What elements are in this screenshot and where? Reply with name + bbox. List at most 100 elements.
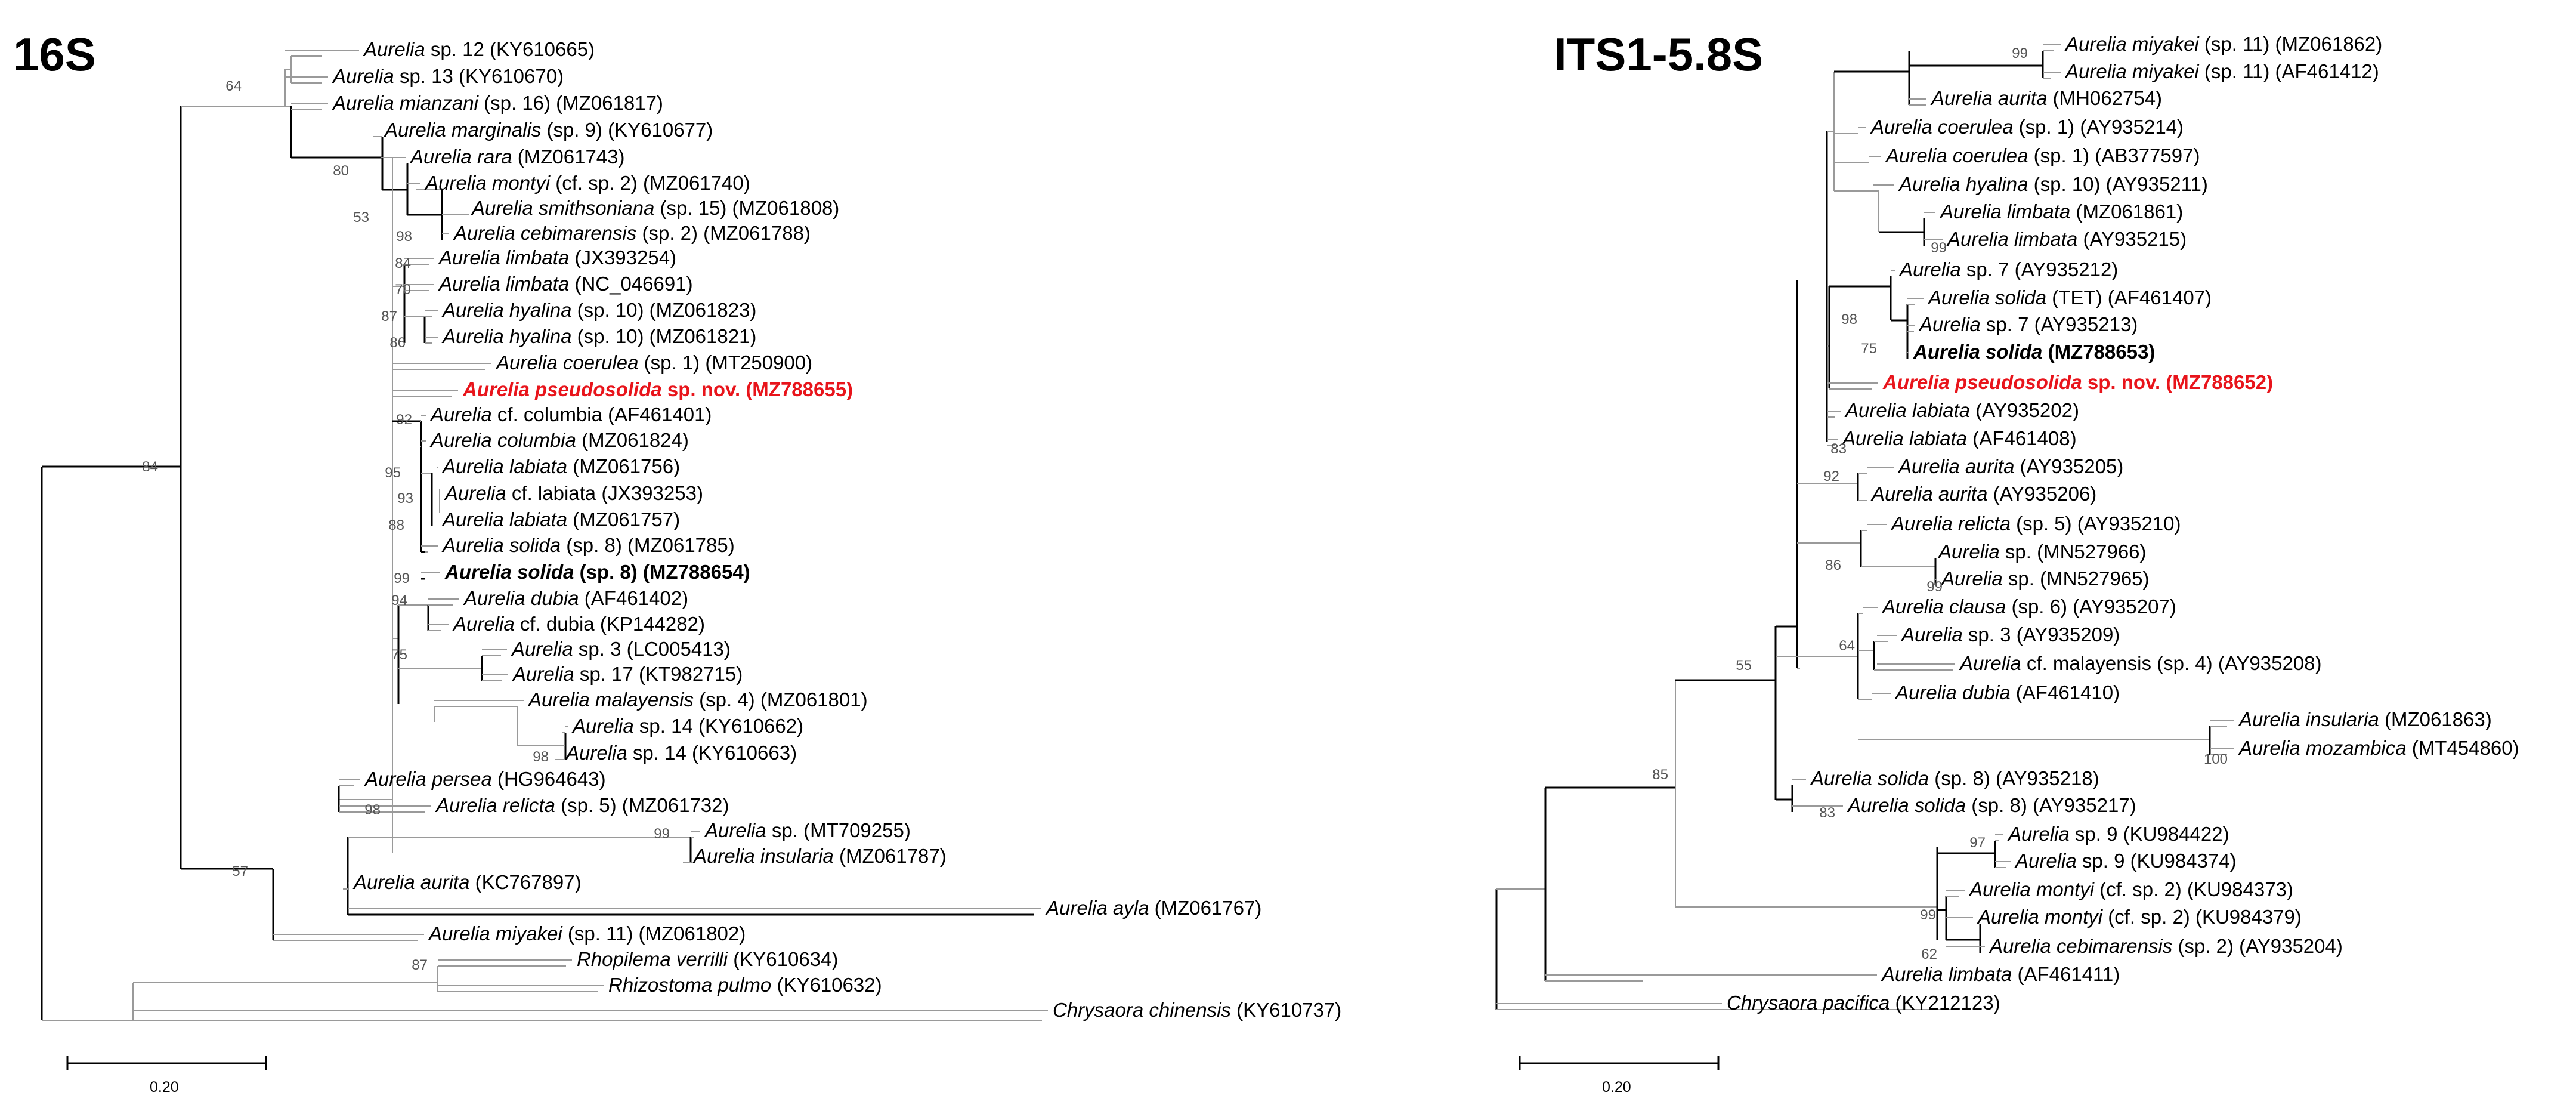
taxon-italic-name: Aurelia labiata [441, 508, 567, 530]
taxon-label: Chrysaora pacifica (KY212123) [1727, 992, 2000, 1014]
bootstrap-value: 95 [385, 465, 401, 481]
taxon-italic-name: Aurelia solida [1847, 794, 1966, 816]
bootstrap-value: 98 [396, 229, 412, 245]
taxon-label: Aurelia persea (HG964643) [364, 768, 606, 790]
bootstrap-value: 86 [389, 335, 406, 351]
taxon-italic-name: Chrysaora pacifica [1727, 992, 1890, 1014]
bootstrap-value: 99 [654, 826, 670, 842]
taxon-italic-name: Aurelia miyakei [428, 922, 563, 945]
taxon-italic-name: Aurelia solida [441, 534, 561, 556]
bootstrap-value: 55 [1736, 658, 1752, 674]
taxon-italic-name: Aurelia [511, 638, 573, 660]
taxon-italic-name: Aurelia solida [444, 561, 574, 583]
bootstrap-value: 85 [1652, 767, 1668, 783]
taxon-italic-name: Aurelia hyalina [441, 325, 571, 347]
scale-bar-label-its: 0.20 [1602, 1079, 1631, 1095]
taxon-detail: (KY212123) [1890, 992, 2000, 1014]
taxon-label: Aurelia aurita (MH062754) [1930, 87, 2162, 109]
taxon-italic-name: Aurelia cebimarensis [453, 222, 636, 244]
taxon-detail: sp. nov. (MZ788652) [2082, 371, 2273, 393]
leaf-labels-its: Aurelia miyakei (sp. 11) (MZ061862)Aurel… [1727, 33, 2519, 1014]
bootstrap-value: 98 [1841, 311, 1857, 328]
taxon-detail: (KY610737) [1231, 999, 1341, 1021]
taxon-label: Aurelia malayensis (sp. 4) (MZ061801) [527, 689, 868, 711]
taxon-label: Rhopilema verrilli (KY610634) [577, 948, 838, 970]
taxon-detail: sp. (MT709255) [766, 819, 911, 841]
taxon-detail: (AF461410) [2011, 681, 2120, 703]
taxon-detail: sp. 7 (AY935213) [1981, 313, 2138, 335]
taxon-italic-name: Aurelia limbata [438, 273, 569, 295]
taxon-italic-name: Aurelia [1900, 624, 1963, 646]
taxon-detail: (sp. 10) (AY935211) [2028, 173, 2207, 195]
taxon-italic-name: Aurelia [363, 38, 425, 60]
taxon-italic-name: Aurelia [1937, 541, 2000, 563]
taxon-label: Aurelia cf. labiata (JX393253) [444, 482, 703, 504]
taxon-label: Aurelia miyakei (sp. 11) (AF461412) [2064, 60, 2379, 82]
taxon-italic-name: Aurelia columbia [429, 429, 576, 451]
taxon-detail: (sp. 8) (AY935218) [1929, 767, 2099, 789]
taxon-italic-name: Aurelia [1959, 652, 2021, 674]
taxon-label: Aurelia solida (sp. 8) (MZ061785) [441, 534, 735, 556]
taxon-detail: (HG964643) [492, 768, 606, 790]
taxon-label: Aurelia dubia (AF461402) [463, 587, 688, 609]
taxon-italic-name: Aurelia dubia [463, 587, 579, 609]
taxon-detail: (sp. 10) (MZ061821) [571, 325, 756, 347]
taxon-detail: (sp. 11) (AF461412) [2199, 60, 2379, 82]
taxon-label: Aurelia labiata (MZ061757) [441, 508, 680, 530]
taxon-italic-name: Aurelia rara [409, 146, 512, 168]
taxon-label: Aurelia insularia (MZ061863) [2238, 708, 2492, 730]
taxon-detail: sp. (MN527966) [2000, 541, 2147, 563]
bootstrap-value: 70 [395, 282, 411, 298]
bootstrap-value: 99 [1926, 579, 1943, 595]
taxon-detail: (MH062754) [2047, 87, 2162, 109]
taxon-label: Aurelia pseudosolida sp. nov. (MZ788655) [462, 378, 853, 400]
taxon-detail: sp. 9 (KU984374) [2077, 850, 2237, 872]
taxon-italic-name: Aurelia limbata [1946, 228, 2077, 250]
bootstrap-value: 57 [232, 863, 248, 879]
taxon-label: Rhizostoma pulmo (KY610632) [608, 974, 882, 996]
taxon-label: Aurelia cebimarensis (sp. 2) (MZ061788) [453, 222, 811, 244]
taxon-detail: (sp. 1) (MT250900) [638, 351, 812, 374]
taxon-label: Aurelia marginalis (sp. 9) (KY610677) [384, 119, 713, 141]
taxon-detail: cf. dubia (KP144282) [515, 613, 705, 635]
taxon-label: Aurelia solida (sp. 8) (AY935217) [1847, 794, 2136, 816]
bootstrap-value: 88 [388, 517, 404, 533]
taxon-italic-name: Aurelia coerulea [1870, 116, 2013, 138]
taxon-label: Aurelia sp. 14 (KY610662) [571, 715, 803, 737]
taxon-detail: (sp. 1) (AB377597) [2028, 144, 2200, 166]
taxon-italic-name: Aurelia aurita [1930, 87, 2047, 109]
taxon-label: Aurelia mianzani (sp. 16) (MZ061817) [332, 92, 663, 114]
taxon-italic-name: Aurelia solida [1913, 341, 2042, 363]
taxon-detail: (KY610634) [728, 948, 838, 970]
taxon-italic-name: Aurelia aurita [1870, 483, 1987, 505]
taxon-italic-name: Aurelia [429, 403, 492, 425]
taxon-label: Aurelia solida (MZ788653) [1913, 341, 2155, 363]
taxon-detail: cf. malayensis (sp. 4) (AY935208) [2021, 652, 2322, 674]
bootstrap-values-16s: 6480539884708786929593889994759898995784… [142, 78, 670, 973]
bootstrap-value: 92 [396, 412, 412, 428]
taxon-detail: (KC767897) [469, 871, 581, 893]
taxon-italic-name: Chrysaora chinensis [1053, 999, 1231, 1021]
bootstrap-value: 87 [412, 957, 428, 973]
taxon-label: Aurelia solida (sp. 8) (AY935218) [1810, 767, 2099, 789]
taxon-italic-name: Aurelia dubia [1894, 681, 2011, 703]
taxon-italic-name: Aurelia limbata [1939, 200, 2070, 223]
taxon-label: Aurelia limbata (MZ061861) [1939, 200, 2183, 223]
taxon-detail: (AY935205) [2014, 455, 2123, 477]
taxon-label: Aurelia labiata (AF461408) [1841, 427, 2077, 449]
taxon-italic-name: Aurelia [2014, 850, 2077, 872]
taxon-detail: (JX393254) [569, 246, 676, 268]
taxon-detail: (MZ061756) [567, 455, 680, 477]
taxon-detail: cf. columbia (AF461401) [492, 403, 712, 425]
taxon-italic-name: Aurelia ayla [1045, 897, 1149, 919]
taxon-label: Aurelia relicta (sp. 5) (AY935210) [1890, 513, 2181, 535]
taxon-italic-name: Aurelia [512, 663, 574, 685]
bootstrap-value: 92 [1823, 468, 1839, 484]
taxon-italic-name: Aurelia hyalina [1898, 173, 2028, 195]
taxon-detail: (KY610632) [771, 974, 882, 996]
taxon-italic-name: Aurelia labiata [1841, 427, 1967, 449]
taxon-italic-name: Aurelia aurita [1897, 455, 2014, 477]
bootstrap-value: 99 [394, 570, 410, 587]
taxon-detail: (sp. 2) (MZ061788) [636, 222, 811, 244]
